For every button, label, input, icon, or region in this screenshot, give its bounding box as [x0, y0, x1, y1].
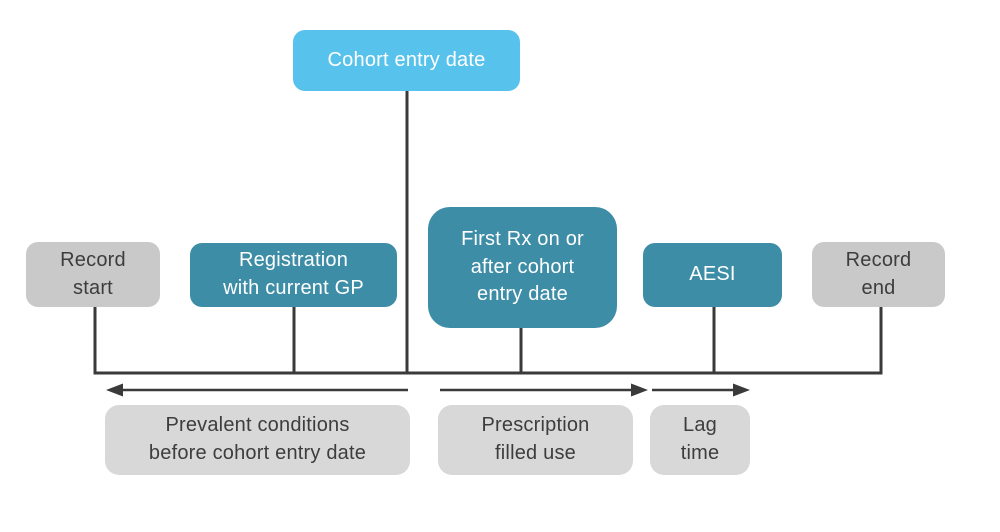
- arrow-prescription-right: [440, 383, 648, 397]
- arrow-lag-right: [652, 383, 750, 397]
- box-record-start-label: Record start: [60, 248, 126, 299]
- arrow-prevalent-left: [106, 383, 408, 397]
- box-aesi: AESI: [643, 243, 782, 307]
- box-registration-with-gp: Registration with current GP: [190, 243, 397, 307]
- box-record-end-label: Record end: [845, 248, 912, 299]
- box-cohort-entry-date-label: Cohort entry date: [327, 48, 486, 71]
- period-label-lag-time-text: Lag time: [680, 414, 720, 464]
- box-record-start: Record start: [26, 242, 160, 307]
- period-label-prescription-filled-use-text: Prescription filled use: [481, 414, 590, 464]
- box-first-rx: First Rx on or after cohort entry date: [428, 207, 617, 328]
- box-record-end: Record end: [812, 242, 945, 307]
- period-label-prevalent-conditions-text: Prevalent conditions before cohort entry…: [148, 414, 367, 464]
- period-label-prevalent-conditions: Prevalent conditions before cohort entry…: [105, 405, 410, 475]
- period-label-prescription-filled-use: Prescription filled use: [438, 405, 633, 475]
- box-registration-with-gp-label: Registration with current GP: [223, 249, 364, 299]
- box-cohort-entry-date: Cohort entry date: [293, 30, 520, 91]
- box-aesi-label: AESI: [689, 263, 736, 286]
- box-first-rx-label: First Rx on or after cohort entry date: [461, 228, 584, 306]
- period-label-lag-time: Lag time: [650, 405, 750, 475]
